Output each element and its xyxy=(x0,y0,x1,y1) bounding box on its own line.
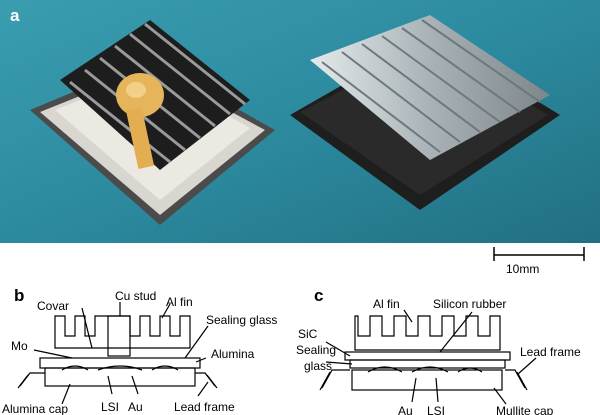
label-c-silicon-rubber: Silicon rubber xyxy=(433,297,506,311)
panel-label-b: b xyxy=(14,286,25,305)
panel-label-a: a xyxy=(10,6,20,25)
package-photo xyxy=(0,0,600,243)
label-c-mullite-cap: Mullite cap xyxy=(496,404,554,415)
label-b-al-fin: Al fin xyxy=(166,295,193,309)
left-package xyxy=(30,20,275,225)
label-c-sic: SiC xyxy=(298,327,318,341)
scale-bar-label: 10mm xyxy=(506,262,540,276)
label-c-au: Au xyxy=(398,404,413,415)
panel-label-c: c xyxy=(314,286,324,305)
label-b-cu-stud: Cu stud xyxy=(115,289,156,303)
label-b-lsi: LSI xyxy=(101,400,119,414)
label-b-covar: Covar xyxy=(37,299,69,313)
label-c-lead-frame: Lead frame xyxy=(520,345,581,359)
right-package xyxy=(290,15,560,210)
label-b-alumina: Alumina xyxy=(211,347,255,361)
label-c-lsi: LSI xyxy=(427,404,445,415)
label-c-glass: glass xyxy=(304,359,332,373)
label-b-sealing-glass: Sealing glass xyxy=(206,313,277,327)
label-c-sealing: Sealing xyxy=(296,343,336,357)
scale-bar xyxy=(493,247,585,261)
label-b-au: Au xyxy=(128,400,143,414)
diagram-c xyxy=(319,309,537,405)
cross-section-diagrams: Cu stud Covar Al fin Sealing glass Mo Al… xyxy=(2,289,581,415)
label-c-al-fin: Al fin xyxy=(373,297,400,311)
label-b-alumina-cap: Alumina cap xyxy=(2,402,68,415)
label-b-mo: Mo xyxy=(11,339,28,353)
label-b-lead-frame: Lead frame xyxy=(174,400,235,414)
diagram-b xyxy=(17,302,218,405)
